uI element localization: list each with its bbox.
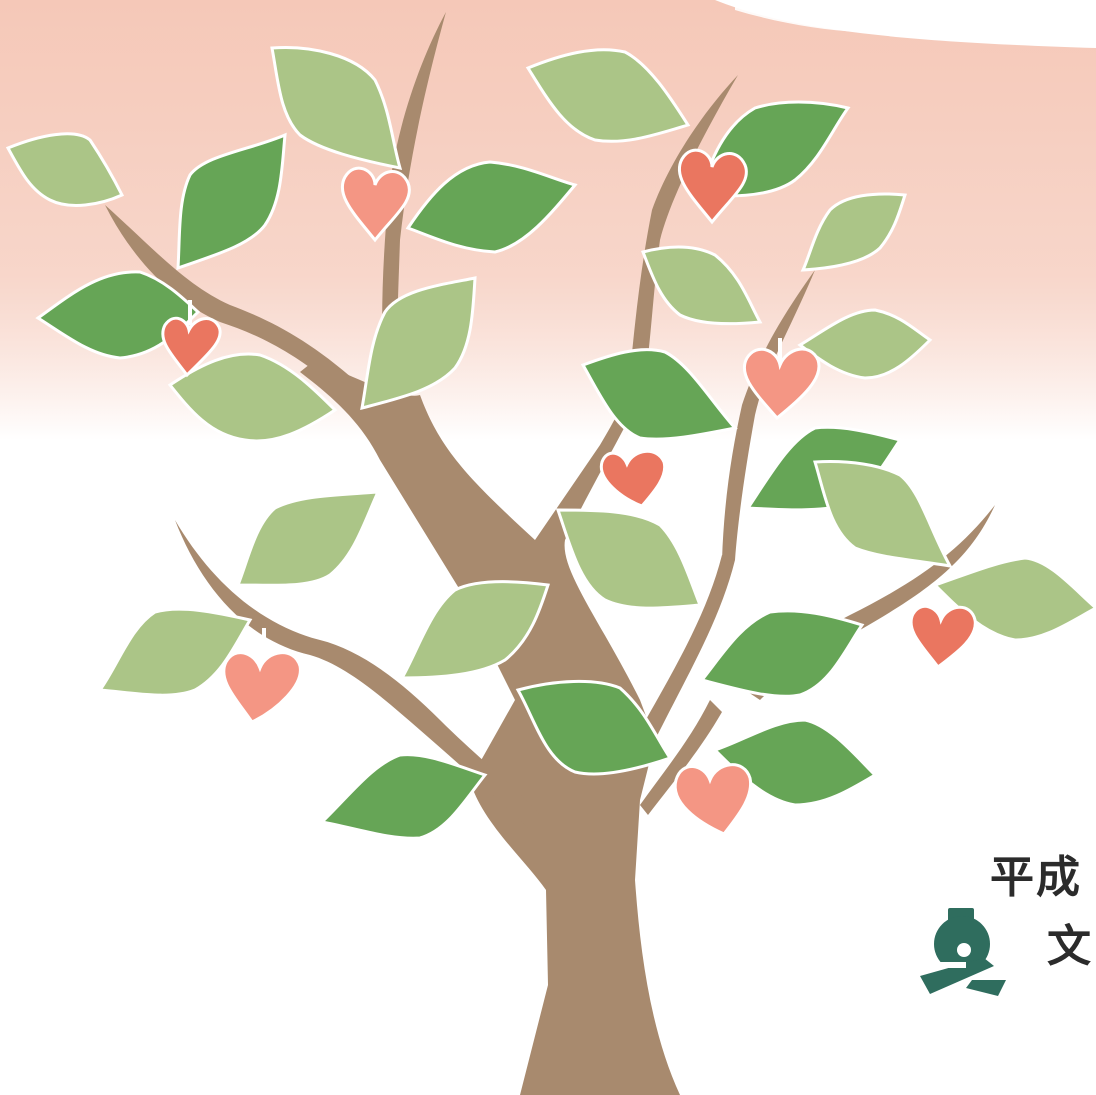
leaf-icon: [270, 46, 403, 170]
brush-swoosh: [715, 0, 1096, 48]
branch-right-lower: [640, 555, 735, 740]
heart-icon: [599, 432, 667, 508]
heart-icon: [909, 591, 977, 670]
hearts: [161, 148, 977, 836]
heart-icon: [673, 739, 753, 836]
municipal-emblem-icon: [920, 908, 1006, 996]
branch-lower-left: [175, 520, 540, 830]
leaf-icon: [97, 607, 253, 697]
leaf-icon: [800, 192, 908, 272]
leaf-icon: [640, 245, 763, 326]
heart-icon: [340, 166, 411, 243]
leaf-icon: [580, 348, 738, 441]
trunk-main: [300, 360, 680, 1095]
leaf-icon: [5, 132, 125, 207]
leaf-icon: [399, 580, 550, 680]
branch-upper-left: [105, 205, 360, 400]
leaf-icon: [176, 132, 287, 271]
leaf-icon: [167, 352, 338, 443]
branch-lower-right: [640, 700, 722, 815]
leaf-icon: [712, 718, 878, 807]
leaf-icon: [318, 753, 488, 840]
leaf-icon: [515, 679, 673, 776]
leaf-icon: [235, 490, 381, 587]
branch-right-mid: [722, 270, 815, 560]
leaf-icon: [405, 160, 578, 254]
leaf-icon: [360, 276, 477, 411]
heart-icon: [222, 628, 302, 724]
leaf-icon: [797, 308, 933, 380]
leaf-icon: [525, 48, 691, 143]
leaf-icon: [699, 609, 865, 698]
heart-icon: [677, 148, 748, 225]
leaf-icon: [813, 460, 953, 569]
document-title-char: 文: [1047, 921, 1091, 972]
heart-icon: [742, 338, 821, 421]
leaves: [5, 46, 1096, 840]
leaf-icon: [35, 270, 201, 360]
leaf-icon: [555, 508, 703, 610]
heart-icon: [161, 300, 222, 378]
era-heading: 平成: [990, 852, 1082, 903]
